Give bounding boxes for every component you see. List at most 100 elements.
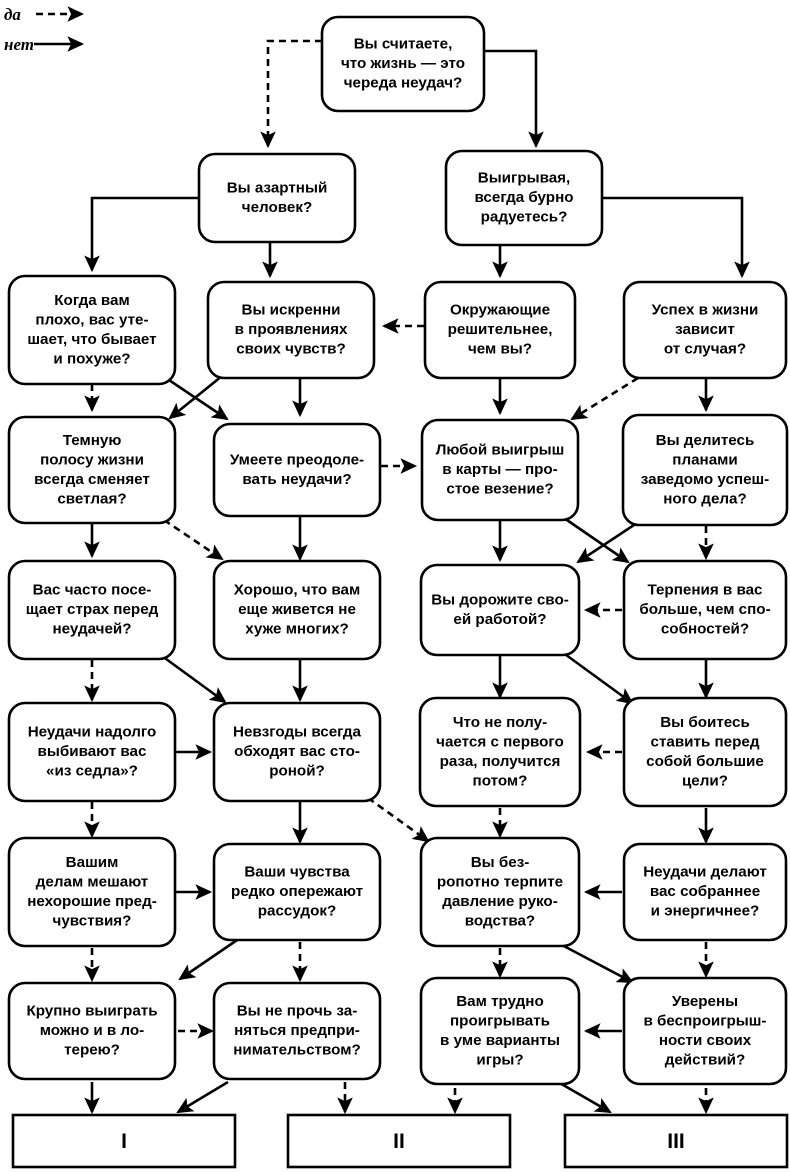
- node-label-line: Вы без-: [471, 854, 530, 871]
- node-label-line: больше, чем спо-: [639, 601, 770, 618]
- node-label-line: «из седла»?: [46, 763, 138, 780]
- node-label-line: Ваши чувства: [244, 864, 350, 881]
- node-label-line: Вы азартный: [227, 179, 328, 196]
- node-label-line: Окружающие: [450, 302, 550, 319]
- node-label-line: чувствия?: [53, 912, 132, 929]
- edge-n3-n8: [159, 372, 229, 421]
- node-label-line: Успех в жизни: [652, 302, 759, 319]
- node-label-line: собой большие: [646, 753, 764, 770]
- question-node[interactable]: Вы без-ропотно терпите давление руко-водс…: [419, 836, 581, 948]
- node-label-line: редко опережают: [231, 883, 364, 900]
- node-label-line: плохо, вас уте-: [35, 311, 148, 328]
- node-label-line: цели?: [682, 772, 728, 789]
- result-node[interactable]: III: [563, 1113, 789, 1169]
- node-label-line: еще живется не: [238, 601, 356, 618]
- node-shape: [212, 701, 382, 803]
- node-label-line: Вы дорожите сво-: [431, 591, 569, 608]
- edge-n0-n2: [484, 49, 544, 149]
- node-label-line: роной?: [269, 763, 325, 780]
- node-shape: [212, 981, 382, 1081]
- legend-no-label: нет: [4, 35, 34, 54]
- node-label-line: Умеете преодоле-: [230, 451, 364, 468]
- node-label-line: Невзгоды всегда: [233, 724, 362, 741]
- question-node[interactable]: Вы не прочь за-няться предпри-нимательст…: [212, 981, 382, 1081]
- node-shape: [622, 696, 788, 808]
- node-label-line: шает, что бывает: [27, 331, 157, 348]
- node-label-line: решительнее,: [448, 321, 553, 338]
- result-shape: [286, 1113, 512, 1169]
- result-node[interactable]: II: [286, 1113, 512, 1169]
- question-node[interactable]: Невзгоды всегда обходят вас сто-роной?: [212, 701, 382, 803]
- edge-n2-n6: [602, 196, 750, 279]
- node-shape: [622, 559, 788, 661]
- node-label-line: проигрывать: [450, 1012, 550, 1029]
- node-shape: [7, 274, 177, 386]
- edge-n11-n16: [161, 654, 227, 704]
- node-label-line: в карты — про-: [442, 461, 558, 478]
- node-label-line: ропотно терпите: [437, 873, 563, 890]
- node-label-line: Хорошо, что вам: [234, 582, 361, 599]
- edge-n13-n18: [561, 650, 634, 705]
- node-label-line: Вы боитесь: [660, 714, 750, 731]
- result-node[interactable]: I: [11, 1113, 237, 1169]
- result-label: I: [121, 1130, 127, 1153]
- question-node[interactable]: Когда вам плохо, вас уте-шает, что бывает…: [7, 274, 177, 386]
- node-label-line: Что не полу-: [453, 714, 547, 731]
- node-label-line: потом?: [473, 772, 528, 789]
- node-label-line: Темную: [63, 432, 122, 449]
- node-label-line: зависит: [675, 321, 735, 338]
- node-label-line: водства?: [465, 912, 535, 929]
- node-label-line: давление руко-: [442, 893, 558, 910]
- node-shape: [423, 280, 577, 380]
- node-label-line: Вам трудно: [456, 993, 544, 1010]
- question-node[interactable]: Вы дорожите сво-ей работой?: [419, 563, 581, 657]
- node-label-line: ности своих: [659, 1032, 752, 1049]
- node-label-line: Вашим: [66, 854, 119, 871]
- node-label-line: Крупно выиграть: [26, 1003, 157, 1020]
- node-label-line: в беспроигрыш-: [644, 1012, 767, 1029]
- edge-n1-n3: [84, 196, 199, 273]
- result-shape: [11, 1113, 237, 1169]
- node-label-line: и энергичнее?: [651, 903, 760, 920]
- node-label-line: выбивают вас: [38, 743, 147, 760]
- node-label-line: няться предпри-: [234, 1022, 360, 1039]
- node-shape: [212, 842, 382, 942]
- node-label-line: чается с первого: [436, 733, 564, 750]
- node-shape: [7, 415, 177, 525]
- edge-n7-n12: [163, 518, 224, 561]
- edge-n4-n7: [168, 374, 223, 420]
- node-label-line: череда неудач?: [344, 75, 463, 92]
- node-label-line: обходят вас сто-: [234, 743, 360, 760]
- node-shape: [622, 280, 788, 380]
- node-shape: [419, 563, 581, 657]
- question-node[interactable]: Умеете преодоле-вать неудачи?: [212, 422, 382, 518]
- result-label: III: [667, 1130, 685, 1153]
- node-label-line: всегда бурно: [474, 189, 573, 206]
- node-shape: [444, 149, 604, 247]
- legend-yes-label: да: [4, 5, 21, 24]
- node-shape: [419, 836, 581, 948]
- node-label-line: Когда вам: [54, 292, 129, 309]
